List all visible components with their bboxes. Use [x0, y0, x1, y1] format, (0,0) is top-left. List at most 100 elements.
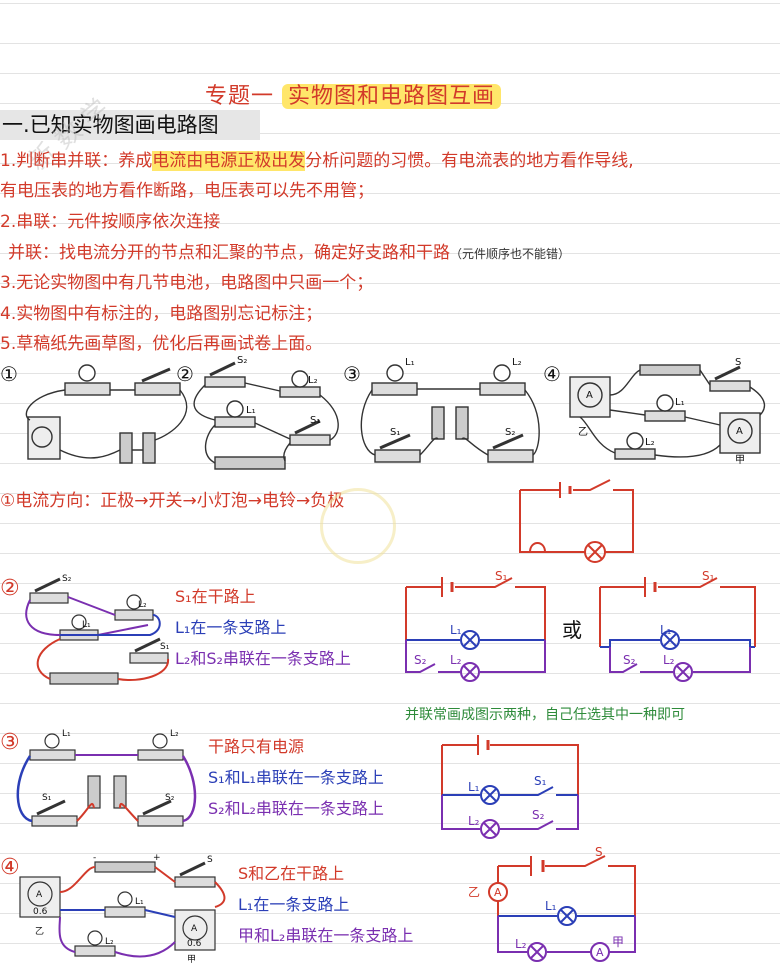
svg-text:S₁: S₁	[160, 642, 170, 652]
battery	[142, 432, 156, 464]
parallel-note: 并联常画成图示两种，自己任选其中一种即可	[405, 707, 685, 723]
svg-text:L₁: L₁	[62, 729, 71, 739]
physical-diagrams: S₂ L₂ L₁ S₁ L₁ L₂ S₁ S₂ S L₁ L₂ 乙 甲 A A	[25, 355, 766, 470]
svg-text:L₂: L₂	[105, 937, 114, 947]
watermark-circle	[320, 488, 396, 564]
circuit-3: L₁ S₁ L₂ S₂	[441, 735, 579, 839]
svg-text:A: A	[596, 946, 604, 959]
label-l1-fig2: L₁	[246, 405, 256, 416]
or-label: 或	[562, 618, 582, 642]
label-ammeter-yi: A	[586, 390, 593, 401]
page-title: 专题一 实物图和电路图互画	[205, 78, 502, 110]
switch-base	[134, 382, 181, 396]
title-prefix: 专题一	[205, 84, 275, 109]
label-l1-fig4: L₁	[675, 397, 685, 408]
bell	[31, 426, 53, 448]
solution-4-number: ④	[0, 855, 20, 880]
solution-2-number: ②	[0, 576, 20, 601]
figure-number-2: ②	[176, 362, 194, 386]
label-s1-fig2: S₁	[310, 415, 320, 426]
svg-text:甲: 甲	[612, 935, 624, 949]
svg-text:S₂: S₂	[532, 808, 545, 822]
solution-2-physical: S₂ L₂ L₁ S₁	[25, 574, 170, 685]
label-jia-fig4: 甲	[735, 455, 745, 466]
svg-text:S₂: S₂	[62, 574, 72, 584]
solution-3-note-2: S₁和L₁串联在一条支路上	[208, 768, 384, 787]
svg-text:S₁: S₁	[534, 774, 547, 788]
title-highlight: 实物图和电路图互画	[282, 84, 502, 109]
circuit-1	[519, 479, 634, 563]
svg-text:+: +	[153, 853, 161, 863]
rule-highlight: 电流由电源正极出发	[152, 151, 306, 171]
circuit-2b: S₁ L₁ S₂ L₂	[599, 569, 756, 682]
label-s2: S₂	[414, 653, 427, 667]
svg-text:0.6: 0.6	[187, 939, 202, 949]
figure-number-1: ①	[0, 362, 18, 386]
svg-text:L₁: L₁	[135, 897, 144, 907]
svg-text:乙: 乙	[35, 926, 44, 937]
label-s1: S₁	[495, 569, 508, 583]
rule-1-cont: 有电压表的地方看作断路，电压表可以先不用管；	[0, 181, 374, 201]
label-l2: L₂	[450, 653, 462, 667]
rule-4: 4.实物图中有标注的，电路图别忘记标注；	[0, 304, 323, 324]
solution-3-note-3: S₂和L₂串联在一条支路上	[208, 799, 384, 818]
circuit-4: S 乙 A L₁ L₂ A 甲	[468, 845, 636, 962]
svg-text:乙: 乙	[468, 885, 480, 899]
svg-text:L₁: L₁	[545, 899, 557, 913]
svg-text:A: A	[191, 924, 198, 934]
svg-text:L₁: L₁	[82, 620, 91, 630]
label-l1-fig3: L₁	[405, 357, 415, 368]
solution-2-note-2: L₁在一条支路上	[175, 618, 287, 637]
circuit-2a: S₁ L₁ S₂ L₂	[405, 569, 546, 682]
rule-2: 2.串联：元件按顺序依次连接	[0, 212, 221, 232]
svg-text:A: A	[494, 886, 502, 899]
solution-1-note: ①电流方向：正极→开关→小灯泡→电铃→负极	[0, 491, 345, 511]
bell-board	[27, 416, 61, 460]
label-s-fig4: S	[735, 357, 741, 368]
svg-text:L₂: L₂	[138, 600, 147, 610]
svg-text:S₂: S₂	[165, 793, 175, 803]
figure-number-4: ④	[543, 362, 561, 386]
solution-3-number: ③	[0, 730, 20, 755]
switch-lever	[141, 367, 171, 383]
svg-text:0.6: 0.6	[33, 907, 48, 917]
rule-2-parallel: 并联：找电流分开的节点和汇聚的节点，确定好支路和干路（元件顺序也不能错）	[8, 243, 571, 263]
svg-text:L₂: L₂	[663, 653, 675, 667]
label-s2-fig3: S₂	[505, 427, 515, 438]
solution-4-note-3: 甲和L₂串联在一条支路上	[238, 926, 414, 945]
solution-4-note-1: S和乙在干路上	[238, 864, 345, 883]
bulb	[78, 364, 96, 382]
svg-text:甲: 甲	[187, 954, 196, 965]
svg-text:L₁: L₁	[660, 623, 672, 637]
solution-4-note-2: L₁在一条支路上	[238, 895, 350, 914]
solution-2-note-1: S₁在干路上	[175, 587, 256, 606]
label-l2-fig4: L₂	[645, 437, 655, 448]
bell-symbol	[529, 542, 546, 553]
label-ammeter-jia: A	[736, 426, 743, 437]
solution-2-note-3: L₂和S₂串联在一条支路上	[175, 649, 351, 668]
svg-text:-: -	[93, 853, 96, 863]
rule-5: 5.草稿纸先画草图，优化后再画试卷上面。	[0, 334, 323, 354]
svg-text:S₂: S₂	[623, 653, 636, 667]
svg-text:S: S	[595, 845, 603, 859]
svg-text:L₁: L₁	[468, 780, 480, 794]
rule-1: 1.判断串并联：养成电流由电源正极出发分析问题的习惯。有电流表的地方看作导线,	[0, 151, 634, 171]
label-l2-fig2: L₂	[308, 375, 318, 386]
battery	[119, 432, 133, 464]
figure-number-3: ③	[343, 362, 361, 386]
label-l2-fig3: L₂	[512, 357, 522, 368]
rule-note-small: （元件顺序也不能错）	[450, 247, 571, 261]
label-s1-fig3: S₁	[390, 427, 400, 438]
svg-text:S₁: S₁	[42, 793, 52, 803]
svg-text:S₁: S₁	[702, 569, 715, 583]
bulb-base	[64, 382, 111, 396]
section-heading: 一.已知实物图画电路图	[0, 110, 260, 140]
svg-text:L₂: L₂	[515, 937, 527, 951]
lamp-symbol	[584, 541, 606, 563]
svg-text:A: A	[36, 890, 43, 900]
label-yi-fig4: 乙	[578, 426, 588, 438]
rule-3: 3.无论实物图中有几节电池，电路图中只画一个；	[0, 273, 374, 293]
label-l1: L₁	[450, 623, 462, 637]
